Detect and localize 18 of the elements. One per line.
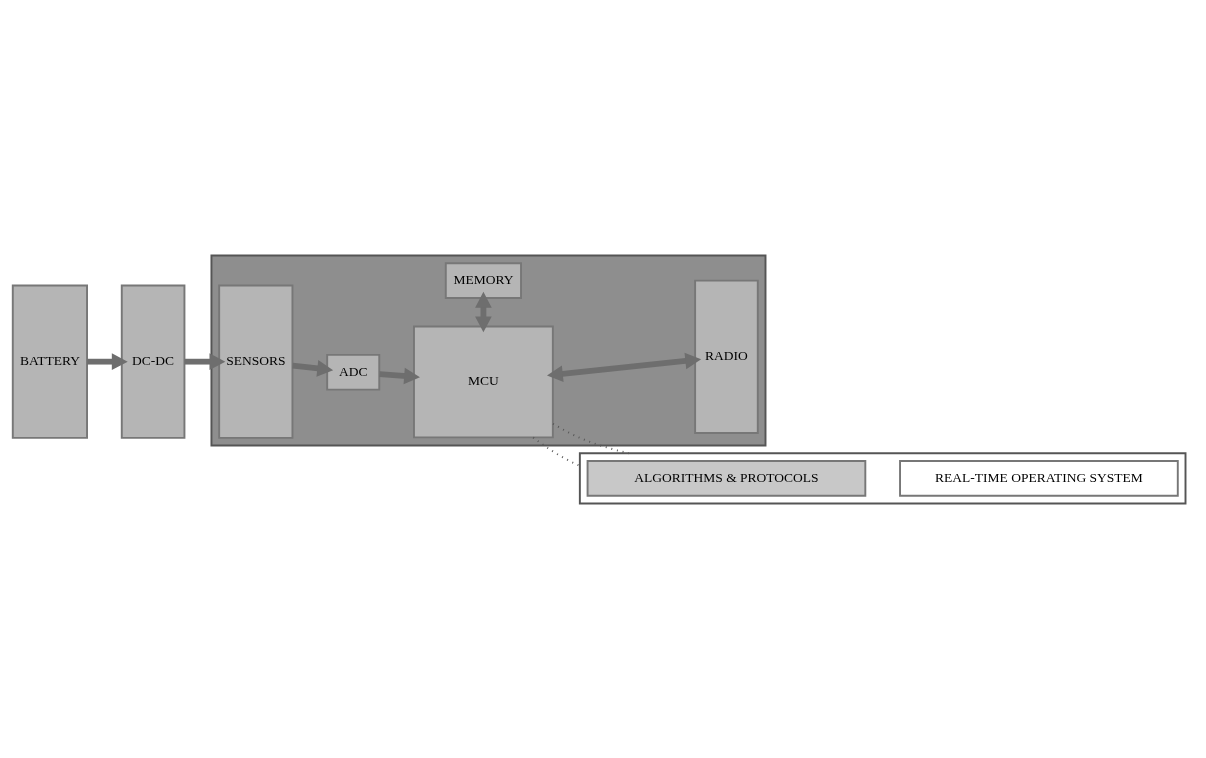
- arrow: [292, 359, 334, 377]
- arrow: [87, 352, 128, 370]
- cluster: [578, 451, 1187, 504]
- node-box: RADIO: [694, 279, 759, 434]
- node-box: SENSORS: [218, 284, 294, 439]
- node-box: BATTERY: [11, 284, 88, 439]
- node-box: REAL-TIME OPERATING SYSTEM: [899, 459, 1179, 497]
- connector: [552, 422, 630, 454]
- node-box: MEMORY: [444, 261, 522, 299]
- arrow: [379, 367, 420, 384]
- arrow: [475, 291, 492, 332]
- arrow: [546, 352, 702, 382]
- connector: [532, 436, 581, 467]
- node-box: ALGORITHMS & PROTOCOLS: [586, 459, 867, 497]
- arrow: [184, 352, 226, 370]
- node-box: MCU: [413, 325, 554, 438]
- node-box: DC-DC: [120, 284, 186, 439]
- node-box: ADC: [326, 353, 381, 391]
